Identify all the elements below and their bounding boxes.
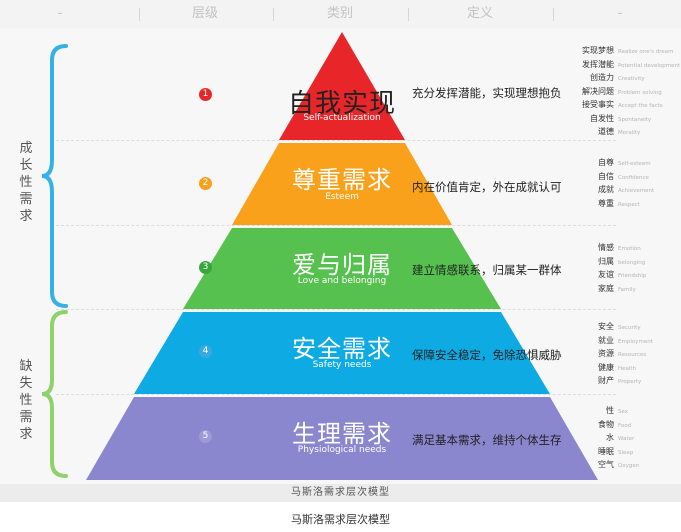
table-header: - 层级 类别 定义 - [0,0,681,28]
level-subtitle-5: Physiological needs [297,445,387,455]
level-subtitle-1: Self-actualization [303,113,381,123]
level-subtitle-4: Safety needs [312,360,372,370]
pyramid-level-4 [134,312,550,394]
level-subtitle-3: Love and belonging [297,276,387,286]
band-divider [56,225,616,226]
pyramid-level-2 [232,143,452,225]
band-divider [56,309,616,310]
level-definition-5: 满足基本需求，维持个体生存 [412,433,562,447]
header-divider [273,8,274,21]
header-col-dash-left: - [57,6,63,21]
footer-band [0,484,681,502]
header-divider [553,8,554,21]
growth-bracket [41,44,68,308]
level-definition-3: 建立情感联系，归属某一群体 [412,263,562,277]
header-col-level: 层级 [191,6,218,21]
header-col-definition: 定义 [466,6,493,21]
header-divider [139,8,140,21]
level-number-5: 5 [199,430,212,443]
level-subtitle-2: Esteem [325,192,359,202]
header-divider [408,8,409,21]
pyramid-level-1 [279,32,405,140]
growth-needs-label: 成长性需求 [19,141,33,224]
level-definition-4: 保障安全稳定，免除恐惧威胁 [412,348,562,362]
level-number-3: 3 [199,261,212,274]
level-title-1: 自我实现 [287,89,396,119]
pyramid-level-3 [183,228,501,309]
level-number-1: 1 [199,88,212,101]
deficiency-needs-label: 缺失性需求 [19,359,33,442]
diagram-footer-title: 马斯洛需求层次模型 [291,487,390,498]
level-title-5: 生理需求 [292,420,392,448]
deficiency-bracket [41,310,68,478]
image-caption: 马斯洛需求层次模型 [291,513,390,526]
level-definition-1: 充分发挥潜能，实现理想抱负 [412,86,562,100]
level-number-2: 2 [199,177,212,190]
level-definition-2: 内在价值肯定，外在成就认可 [412,180,562,194]
header-col-category: 类别 [326,6,353,21]
band-divider [56,140,616,141]
header-col-dash-right: - [617,6,623,21]
level-number-4: 4 [199,345,212,358]
level-title-2: 尊重需求 [292,166,392,194]
level-title-3: 爱与归属 [292,251,392,279]
pyramid-level-5 [86,397,598,480]
level-title-4: 安全需求 [292,335,392,363]
band-divider [56,394,616,395]
